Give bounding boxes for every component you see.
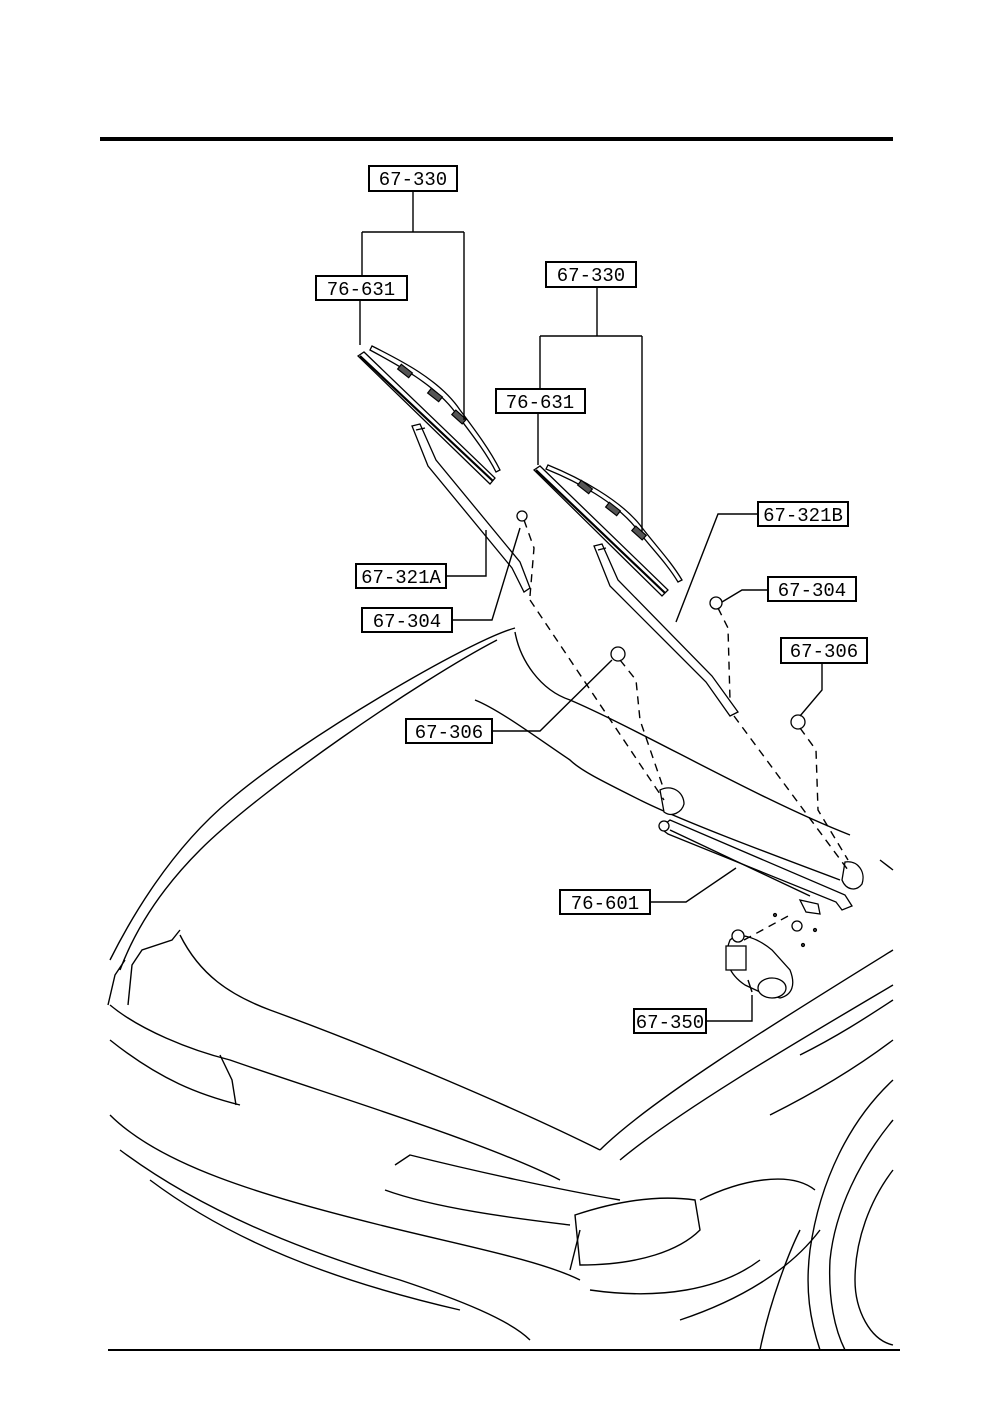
left-cap-306-part bbox=[610, 646, 626, 662]
right-wiper-arm bbox=[593, 543, 739, 717]
callout-right-blade-rubber: 76-631 bbox=[495, 388, 586, 414]
callout-left-blade-assembly: 67-330 bbox=[368, 165, 458, 192]
right-nut-304-part bbox=[709, 596, 723, 610]
car-body-outline bbox=[107, 627, 894, 1351]
left-wiper-blade bbox=[356, 345, 501, 485]
svg-text:67-304: 67-304 bbox=[373, 611, 441, 633]
right-cap-306-part bbox=[790, 714, 806, 730]
left-wiper-arm bbox=[411, 423, 531, 593]
callout-right-arm: 67-321B bbox=[757, 501, 849, 527]
callout-right-cap-306: 67-306 bbox=[780, 637, 868, 664]
callout-left-nut-304: 67-304 bbox=[361, 607, 453, 633]
svg-text:67-321B: 67-321B bbox=[763, 505, 843, 527]
callout-right-nut-304: 67-304 bbox=[767, 576, 857, 602]
svg-text:76-631: 76-631 bbox=[506, 392, 574, 414]
svg-text:67-306: 67-306 bbox=[415, 722, 483, 744]
callout-wiper-motor: 67-350 bbox=[633, 1008, 707, 1034]
svg-text:67-330: 67-330 bbox=[557, 265, 625, 287]
svg-text:67-321A: 67-321A bbox=[361, 567, 441, 589]
callout-left-cap-306: 67-306 bbox=[405, 718, 493, 744]
svg-text:67-350: 67-350 bbox=[636, 1012, 704, 1034]
svg-text:76-601: 76-601 bbox=[571, 893, 639, 915]
callout-left-blade-rubber: 76-631 bbox=[315, 275, 408, 301]
wiper-motor bbox=[725, 912, 818, 999]
callout-left-arm: 67-321A bbox=[355, 563, 447, 589]
svg-text:76-631: 76-631 bbox=[327, 279, 395, 301]
svg-text:67-330: 67-330 bbox=[379, 169, 447, 191]
svg-text:67-304: 67-304 bbox=[778, 580, 846, 602]
callout-link-rod: 76-601 bbox=[559, 889, 651, 915]
assembly-guide-lines bbox=[523, 519, 849, 941]
right-wiper-blade bbox=[532, 464, 683, 597]
callout-right-blade-assembly: 67-330 bbox=[545, 261, 637, 288]
leader-lines bbox=[359, 192, 823, 1022]
wiper-linkage bbox=[658, 787, 864, 915]
svg-text:67-306: 67-306 bbox=[790, 641, 858, 663]
